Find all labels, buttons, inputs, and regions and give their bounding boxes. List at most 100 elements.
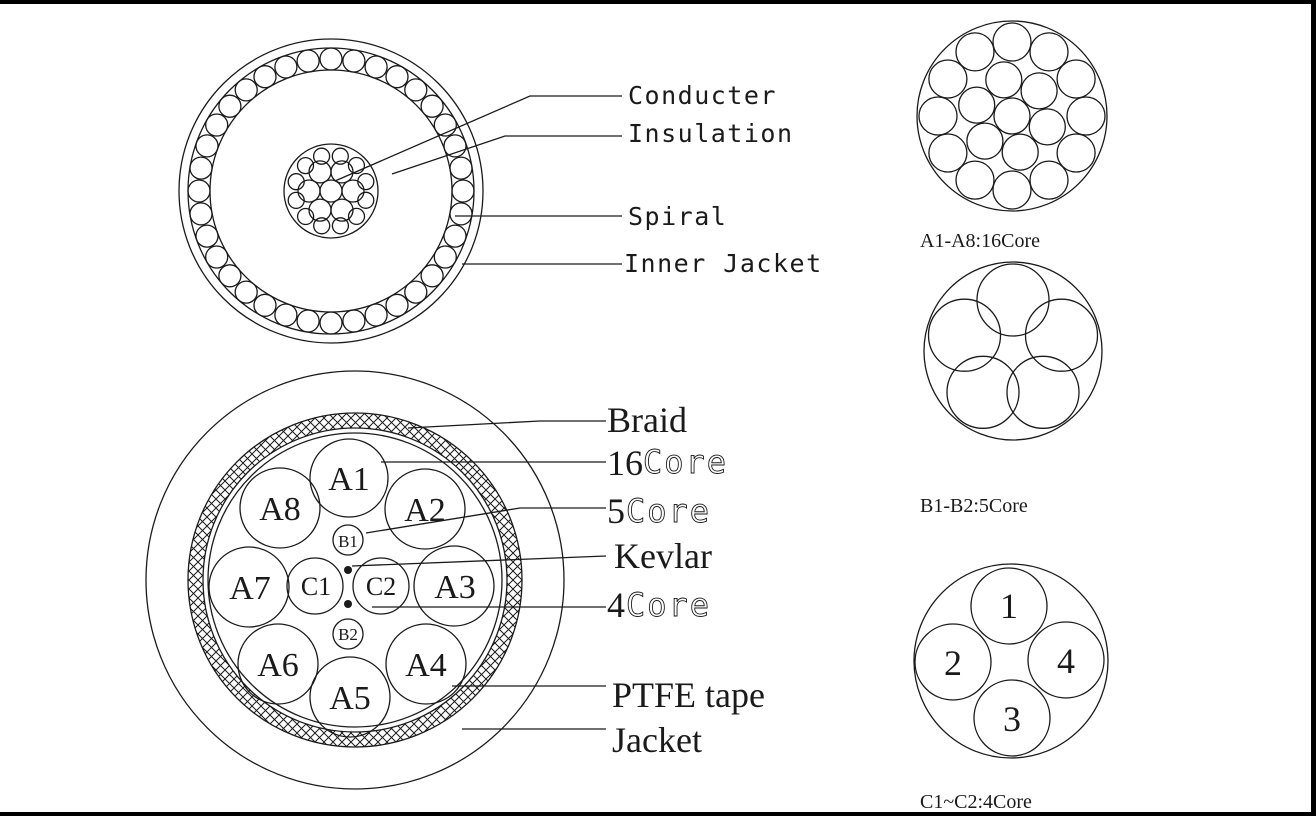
core-b1-label: B1 [338,532,358,551]
jacket-outer-ring [145,370,565,790]
ptfe-tape-label: PTFE tape [612,675,765,715]
core-a2 [384,468,466,550]
conductor-strand [357,191,375,209]
drawing-panel: Conducter Insulation Spiral Inner Jacket… [0,4,1311,812]
conductor-strand [331,217,350,235]
detail-16-core-strand [1020,72,1058,110]
conductor-label: Conducter [628,81,777,110]
core-b2 [332,618,364,650]
spiral-wire [385,65,409,89]
detail-4-core-number-1: 1 [1000,586,1018,626]
detail-16-core-strands [918,22,1106,210]
spiral-wire [443,134,467,158]
detail-5-core-outline [923,261,1103,441]
detail-16-core-strand [993,97,1031,135]
ptfe-tape-outer [202,427,508,733]
conductor-strands [287,147,375,235]
detail-5-core-strand [976,263,1050,337]
detail-4-core-strand-4 [1027,621,1105,699]
top-cable-section: Conducter Insulation Spiral Inner Jacket [178,38,823,344]
detail-4-core-strand-1 [970,567,1048,645]
detail-5-core-strand [927,298,1002,372]
conductor-strand [341,179,365,203]
spiral-wire [319,311,343,335]
conductor-strand [347,207,366,226]
detail-4-core-outline [913,563,1109,759]
core-c2-label: C2 [366,572,396,601]
conductor-strand [296,156,315,175]
spiral-wire [364,303,388,327]
detail-16-core-strand [928,133,968,173]
detail-4-core-strand-3 [973,679,1051,757]
core16-word: Core [643,443,728,481]
core-a5-label: A5 [329,680,371,717]
spiral-wire [296,309,320,333]
detail-16-core-strand [928,59,968,99]
spiral-wire [274,55,298,79]
spiral-wire [234,280,258,304]
insulation-label: Insulation [628,119,794,148]
kevlar-fiber-upper [344,566,352,574]
spiral-wires [187,47,475,335]
conductor-strand [319,179,343,203]
spiral-wire [253,293,277,317]
jacket-label: Jacket [612,720,702,760]
detail-16-core-strand [1029,160,1069,200]
detail-16-core-strand [1001,133,1039,171]
spiral-outer-ring [187,47,475,335]
conductor-strand [308,198,332,222]
spiral-wire [385,293,409,317]
spiral-wire [189,202,213,226]
core-a7 [208,546,290,628]
detail-16-core-strand [992,170,1032,210]
conductor-strand [312,147,331,165]
spiral-wire [433,113,457,137]
insulation-boundary [209,69,453,313]
detail-16-core-strand [985,61,1023,99]
core-a7-label: A7 [229,570,271,607]
kevlar-fiber-lower [344,600,352,608]
conductor-bundle [283,143,379,239]
inner-jacket-label: Inner Jacket [624,249,823,278]
conductor-strand [313,217,331,235]
core-c1-label: C1 [301,572,331,601]
conductor-strand [357,172,375,191]
spiral-wire [449,156,473,180]
detail-5-core-strands [927,263,1099,429]
spiral-wire [420,264,444,288]
core-b2-label: B2 [338,625,358,644]
conductor-strand [287,173,305,191]
conductor-strand [347,156,366,175]
detail-4-core-number-2: 2 [944,643,962,683]
spiral-wire [420,94,444,118]
spiral-wire [342,49,366,73]
core5-number: 5 [607,491,625,531]
detail-16-core-strand [966,122,1004,160]
spiral-wire [296,49,320,73]
core-a1-label: A1 [328,461,370,498]
core-a3-label: A3 [434,569,476,606]
detail-4-core-number-3: 3 [1003,699,1021,739]
kevlar-leader-line [351,555,607,567]
conductor-leader-line [334,95,622,182]
detail-16-core-strand [918,96,958,136]
core-a3 [413,545,495,627]
spiral-wire [218,94,242,118]
spiral-wire [433,245,457,269]
detail-16-core-strand [1056,133,1096,173]
detail-4-core: 1 2 3 4 C1~C2:4Core [913,563,1109,812]
spiral-wire [449,202,473,226]
spiral-wire [364,55,388,79]
spiral-wire [187,179,211,203]
conductor-strand [297,179,321,203]
core16-number: 16 [607,443,643,483]
detail-16-core-strand [1056,59,1096,99]
bottom-cable-section: A1 A2 A3 A4 A5 A6 A7 A8 B1 B2 C1 C2 Brai… [145,370,765,790]
spiral-wire [195,134,219,158]
spiral-wire [189,156,213,180]
detail-16-core-outline [916,20,1108,212]
core4-word: Core [626,586,711,624]
detail-5-core-strand [1006,355,1080,429]
conductor-strand [331,147,349,165]
